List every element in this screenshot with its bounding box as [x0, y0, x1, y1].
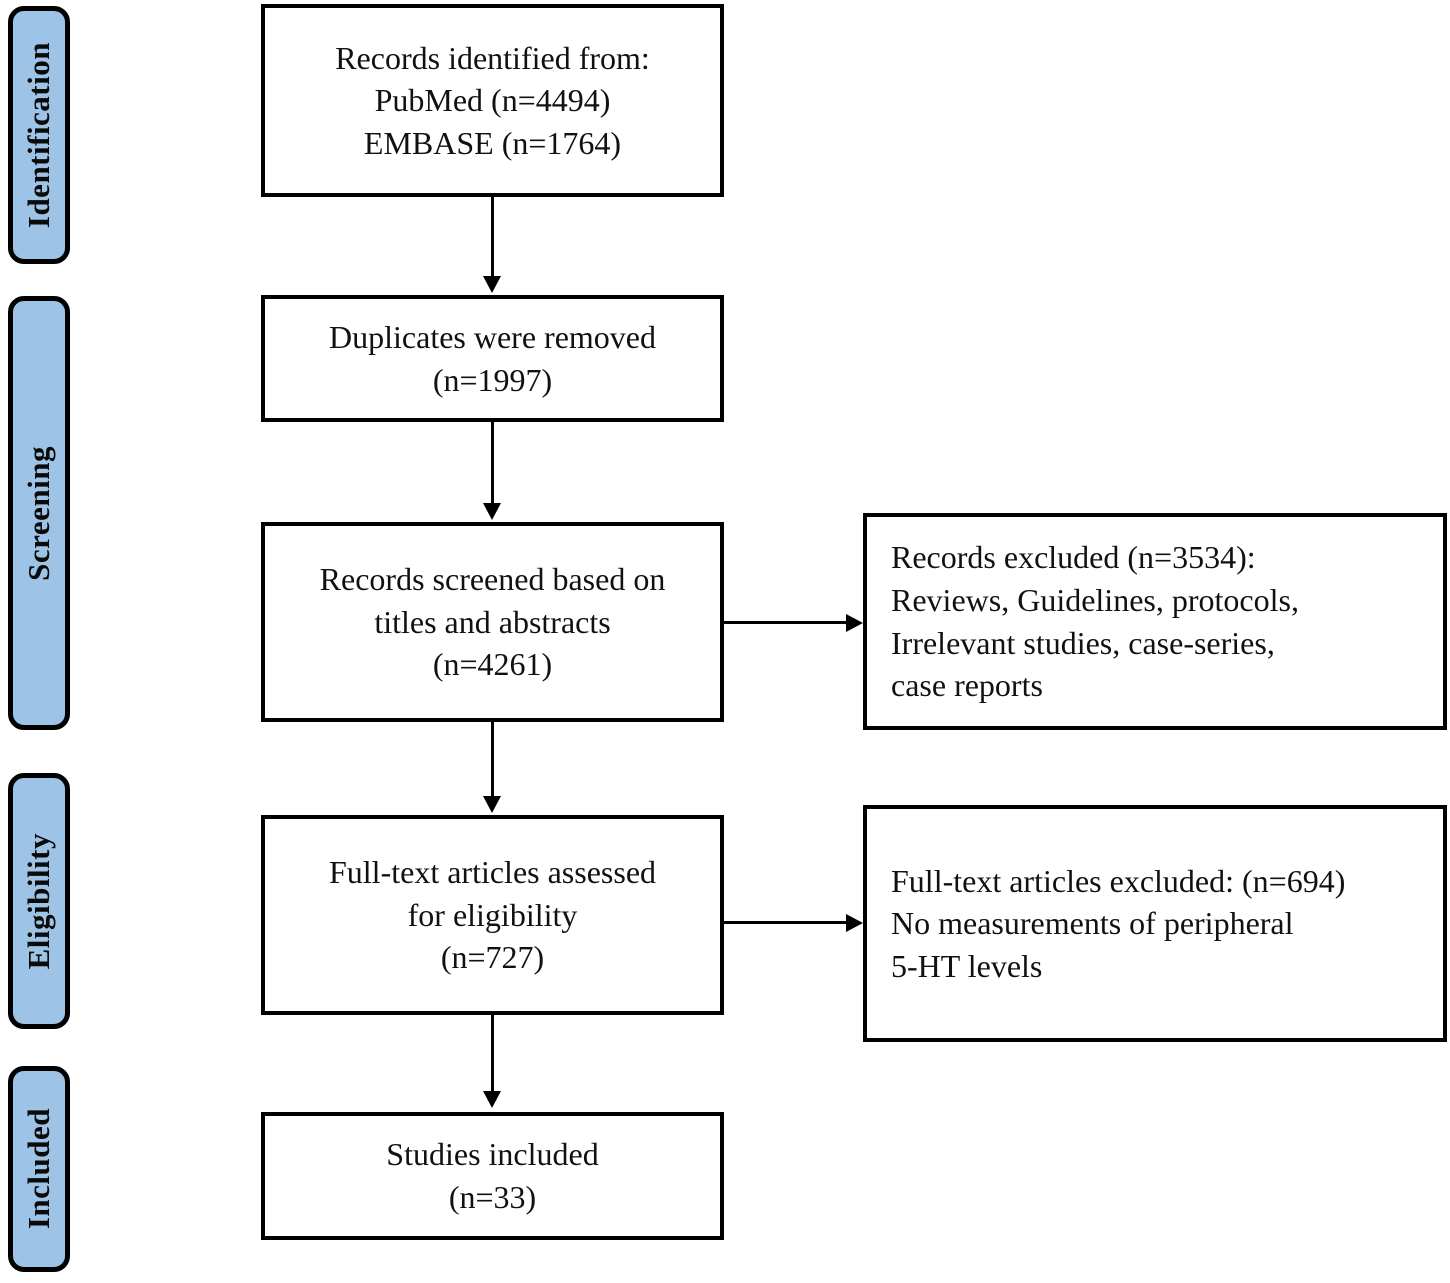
flow-box-line: Studies included [386, 1136, 599, 1173]
exclusion-box-line: Records excluded (n=3534): [891, 539, 1256, 576]
connector-duplicates-to-screened [491, 422, 494, 506]
flow-box-line: (n=727) [440, 939, 545, 976]
flow-box-line: Records screened based on [319, 561, 666, 598]
connector-screened-to-excluded [724, 621, 850, 624]
arrowhead-fulltext-to-excluded [846, 914, 863, 932]
connector-fulltext-to-excluded [724, 921, 850, 924]
stage-label-eligibility: Eligibility [8, 773, 70, 1029]
flow-box-line: Full-text articles assessed [328, 854, 657, 891]
connector-fulltext-to-included [491, 1015, 494, 1093]
flow-box-line: EMBASE (n=1764) [363, 124, 622, 161]
exclusion-box-full-text-excluded: Full-text articles excluded: (n=694) No … [863, 805, 1447, 1042]
arrowhead-screened-to-excluded [846, 614, 863, 632]
exclusion-box-line: case reports [891, 667, 1043, 704]
exclusion-box-line: 5-HT levels [891, 947, 1043, 984]
flow-box-line: PubMed (n=4494) [374, 82, 611, 119]
stage-label-screening-text: Screening [21, 445, 56, 581]
arrowhead-screened-to-fulltext [483, 796, 501, 813]
flow-box-records-screened: Records screened based on titles and abs… [261, 522, 724, 722]
stage-label-identification: Identification [8, 6, 70, 264]
arrowhead-fulltext-to-included [483, 1091, 501, 1108]
flow-box-line: Records identified from: [335, 39, 650, 76]
flow-box-line: (n=4261) [432, 646, 553, 683]
flow-box-line: titles and abstracts [374, 603, 611, 640]
flow-box-line: Duplicates were removed [329, 318, 656, 355]
exclusion-box-line: No measurements of peripheral [891, 905, 1294, 942]
flow-box-full-text-assessed: Full-text articles assessed for eligibil… [261, 815, 724, 1015]
flow-box-line: (n=33) [448, 1179, 537, 1215]
flow-box-duplicates-removed: Duplicates were removed (n=1997) [261, 295, 724, 422]
connector-screened-to-fulltext [491, 722, 494, 799]
flow-box-studies-included: Studies included (n=33) [261, 1112, 724, 1240]
exclusion-box-records-excluded: Records excluded (n=3534): Reviews, Guid… [863, 513, 1447, 730]
stage-label-identification-text: Identification [21, 41, 56, 229]
stage-label-eligibility-text: Eligibility [21, 832, 56, 970]
flow-box-line: for eligibility [407, 896, 578, 933]
stage-label-included-text: Included [21, 1108, 56, 1230]
arrowhead-duplicates-to-screened [483, 503, 501, 520]
exclusion-box-line: Full-text articles excluded: (n=694) [891, 862, 1346, 899]
connector-identified-to-duplicates [491, 197, 494, 279]
exclusion-box-line: Irrelevant studies, case-series, [891, 624, 1275, 661]
stage-label-included: Included [8, 1066, 70, 1272]
flow-box-records-identified: Records identified from: PubMed (n=4494)… [261, 4, 724, 197]
arrowhead-identified-to-duplicates [483, 276, 501, 293]
flow-box-line: (n=1997) [432, 361, 553, 398]
exclusion-box-line: Reviews, Guidelines, protocols, [891, 581, 1299, 618]
stage-label-screening: Screening [8, 296, 70, 730]
